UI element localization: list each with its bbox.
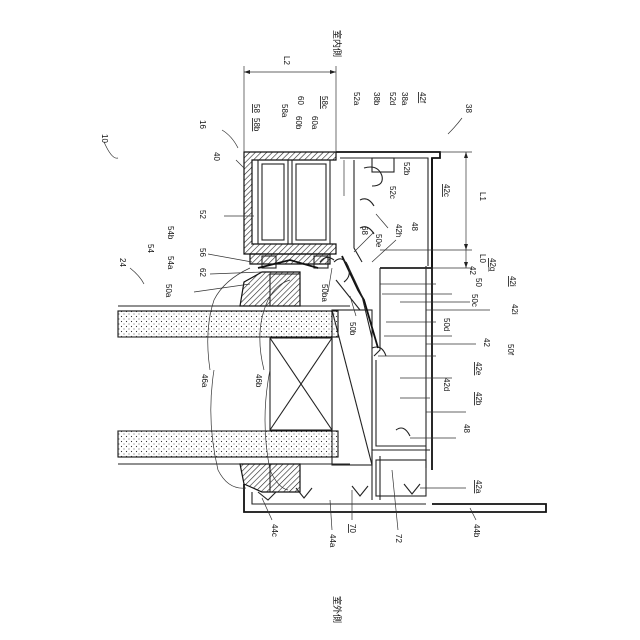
label-44b: 44b [472,524,481,538]
label-52d: 52d [388,92,397,105]
label-42f: 42f [418,92,427,104]
label-42i: 42i [508,276,517,287]
label-42b: 42b [474,392,483,406]
label-52b: 52b [402,162,411,176]
label-58a: 58a [280,104,289,118]
label-58b: 58b [252,118,261,132]
label-60a: 60a [310,116,319,130]
dim-l0: L0 [478,254,487,263]
label-52: 52 [198,210,207,219]
label-50: 50 [474,278,483,287]
label-50f: 50f [506,344,515,356]
label-70: 70 [348,524,357,533]
label-24: 24 [118,258,127,267]
label-52a: 52a [352,92,361,106]
label-42g: 42g [488,258,497,271]
label-40: 40 [212,152,221,161]
label-42i-b: 42i [510,304,519,315]
dim-l2: L2 [282,56,291,65]
label-50c: 50c [470,294,479,307]
label-42-mid: 42 [482,338,491,347]
label-54a: 54a [166,256,175,270]
label-48-lower: 48 [462,424,471,433]
label-50d: 50d [442,318,451,331]
label-50e: 50e [374,234,383,248]
label-62: 62 [198,268,207,277]
label-42-right: 42 [468,266,477,275]
label-orientation-top: 室内側 [332,30,343,57]
label-72: 72 [394,534,403,543]
label-42e: 42e [474,362,483,376]
spacer-block [270,338,332,430]
label-38b: 38b [372,92,381,106]
dim-l1: L1 [478,192,487,201]
sash-frame [244,152,336,268]
glass-panel [118,306,350,464]
label-orientation-bottom: 室外側 [332,596,343,623]
gasket-upper [240,272,300,306]
label-60b: 60b [294,116,303,130]
label-60: 60 [296,96,305,105]
label-52c: 52c [388,186,397,199]
label-50ba: 50ba [320,284,329,302]
main-frame [336,152,440,470]
label-54: 54 [146,244,155,253]
label-42h: 42h [394,224,403,237]
label-16: 16 [198,120,207,129]
label-68: 68 [360,226,369,235]
label-46b: 46b [254,374,263,388]
label-50b: 50b [348,322,357,336]
label-54b: 54b [166,226,175,240]
label-figure-number: 10 [100,134,109,143]
label-38: 38 [464,104,473,113]
label-50a: 50a [164,284,173,298]
label-56: 56 [198,248,207,257]
label-44c: 44c [270,524,279,537]
label-42d: 42d [442,378,451,391]
label-58c: 58c [320,96,329,109]
label-44a: 44a [328,534,337,548]
label-58: 58 [252,104,261,113]
label-48-upper: 48 [410,222,419,231]
label-38a: 38a [400,92,409,106]
label-42a: 42a [474,480,483,494]
label-46a: 46a [200,374,209,388]
label-42c: 42c [442,184,451,197]
right-leaders [378,284,490,488]
